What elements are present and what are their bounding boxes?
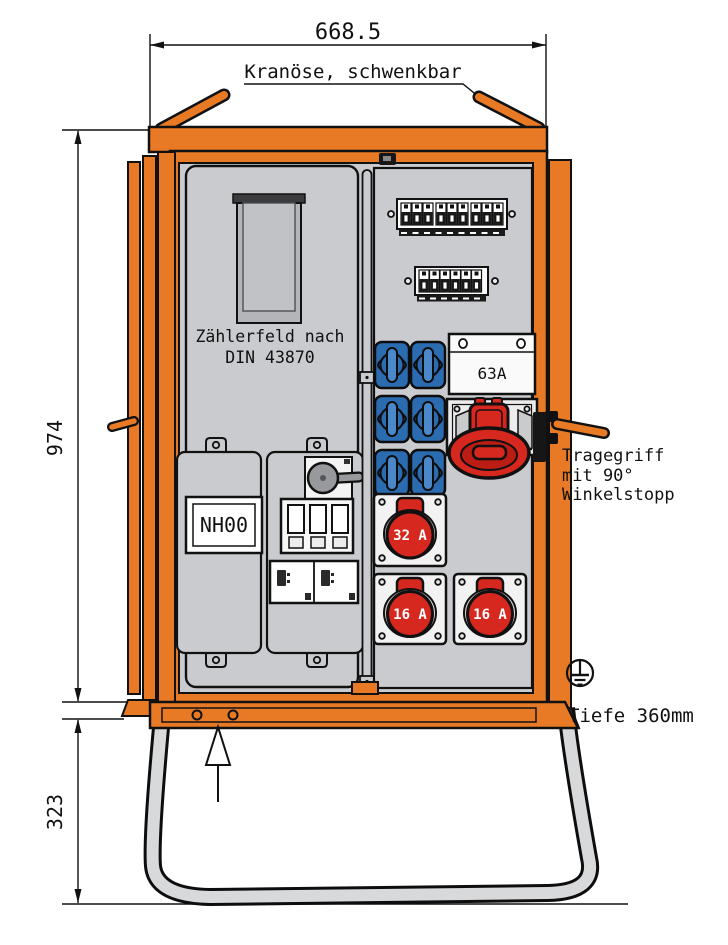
mcb-row-1 <box>387 198 516 236</box>
up-arrow-icon <box>204 723 232 802</box>
handle-label: Tragegriff mit 90° Winkelstopp <box>562 446 675 505</box>
handle-label-line2: mit 90° <box>562 466 634 486</box>
mcb-row-2 <box>404 266 499 302</box>
handle-label-line3: Winkelstopp <box>562 485 675 505</box>
cee-16a-right-label: 16 A <box>473 607 507 623</box>
breaker-63a-box: 63A <box>447 332 537 396</box>
top-rail <box>147 125 549 154</box>
cee-16a-left-label: 16 A <box>393 607 427 623</box>
handle-label-line1: Tragegriff <box>562 446 664 466</box>
door-left-handle <box>107 416 139 432</box>
bottom-rail <box>148 700 581 730</box>
cee-socket-63a <box>445 397 539 480</box>
earth-icon <box>565 658 595 688</box>
crane-label: Kranöse, schwenkbar <box>244 61 461 83</box>
terminal-block <box>268 559 360 605</box>
width-label: 668.5 <box>315 20 381 45</box>
crane-eye-left <box>154 88 231 136</box>
height-label: 974 <box>43 420 67 456</box>
nh00-label: NH00 <box>200 513 248 537</box>
stand-tube <box>143 705 600 907</box>
blue-socket <box>409 448 447 498</box>
panel-bottom-latch <box>351 681 379 695</box>
switch-module <box>265 437 365 668</box>
hinge-strip <box>359 169 375 688</box>
cee-32a-label: 32 A <box>393 528 427 544</box>
breaker-63a-label: 63A <box>478 364 507 383</box>
door-left <box>107 151 176 717</box>
panel-hinge <box>379 153 396 165</box>
blue-socket <box>373 394 411 444</box>
blue-socket-group <box>373 340 447 498</box>
frame-latch <box>533 412 546 462</box>
blue-socket <box>409 340 447 390</box>
crane-label-leader: Kranöse, schwenkbar <box>244 61 480 98</box>
crane-eye-right <box>472 90 546 135</box>
blue-socket <box>373 340 411 390</box>
carry-handle <box>545 411 610 444</box>
stand-label: 323 <box>43 794 67 830</box>
fuse-strip <box>279 497 355 555</box>
meter-label-line2: DIN 43870 <box>225 348 314 367</box>
main-switch <box>304 456 365 502</box>
meter-label-line1: Zählerfeld nach <box>195 327 344 346</box>
dimension-stand: 323 <box>43 718 628 905</box>
blue-socket <box>373 448 411 498</box>
dimension-width: 668.5 <box>149 20 547 127</box>
depth-label: Tiefe 360mm <box>568 705 694 727</box>
blue-socket <box>409 394 447 444</box>
nh00-module: NH00 <box>175 437 264 668</box>
cee-socket-32a <box>372 492 448 568</box>
dimension-height: 974 <box>43 129 152 703</box>
nh00-fuse-box: NH00 <box>184 495 264 555</box>
meter-window <box>232 193 306 324</box>
